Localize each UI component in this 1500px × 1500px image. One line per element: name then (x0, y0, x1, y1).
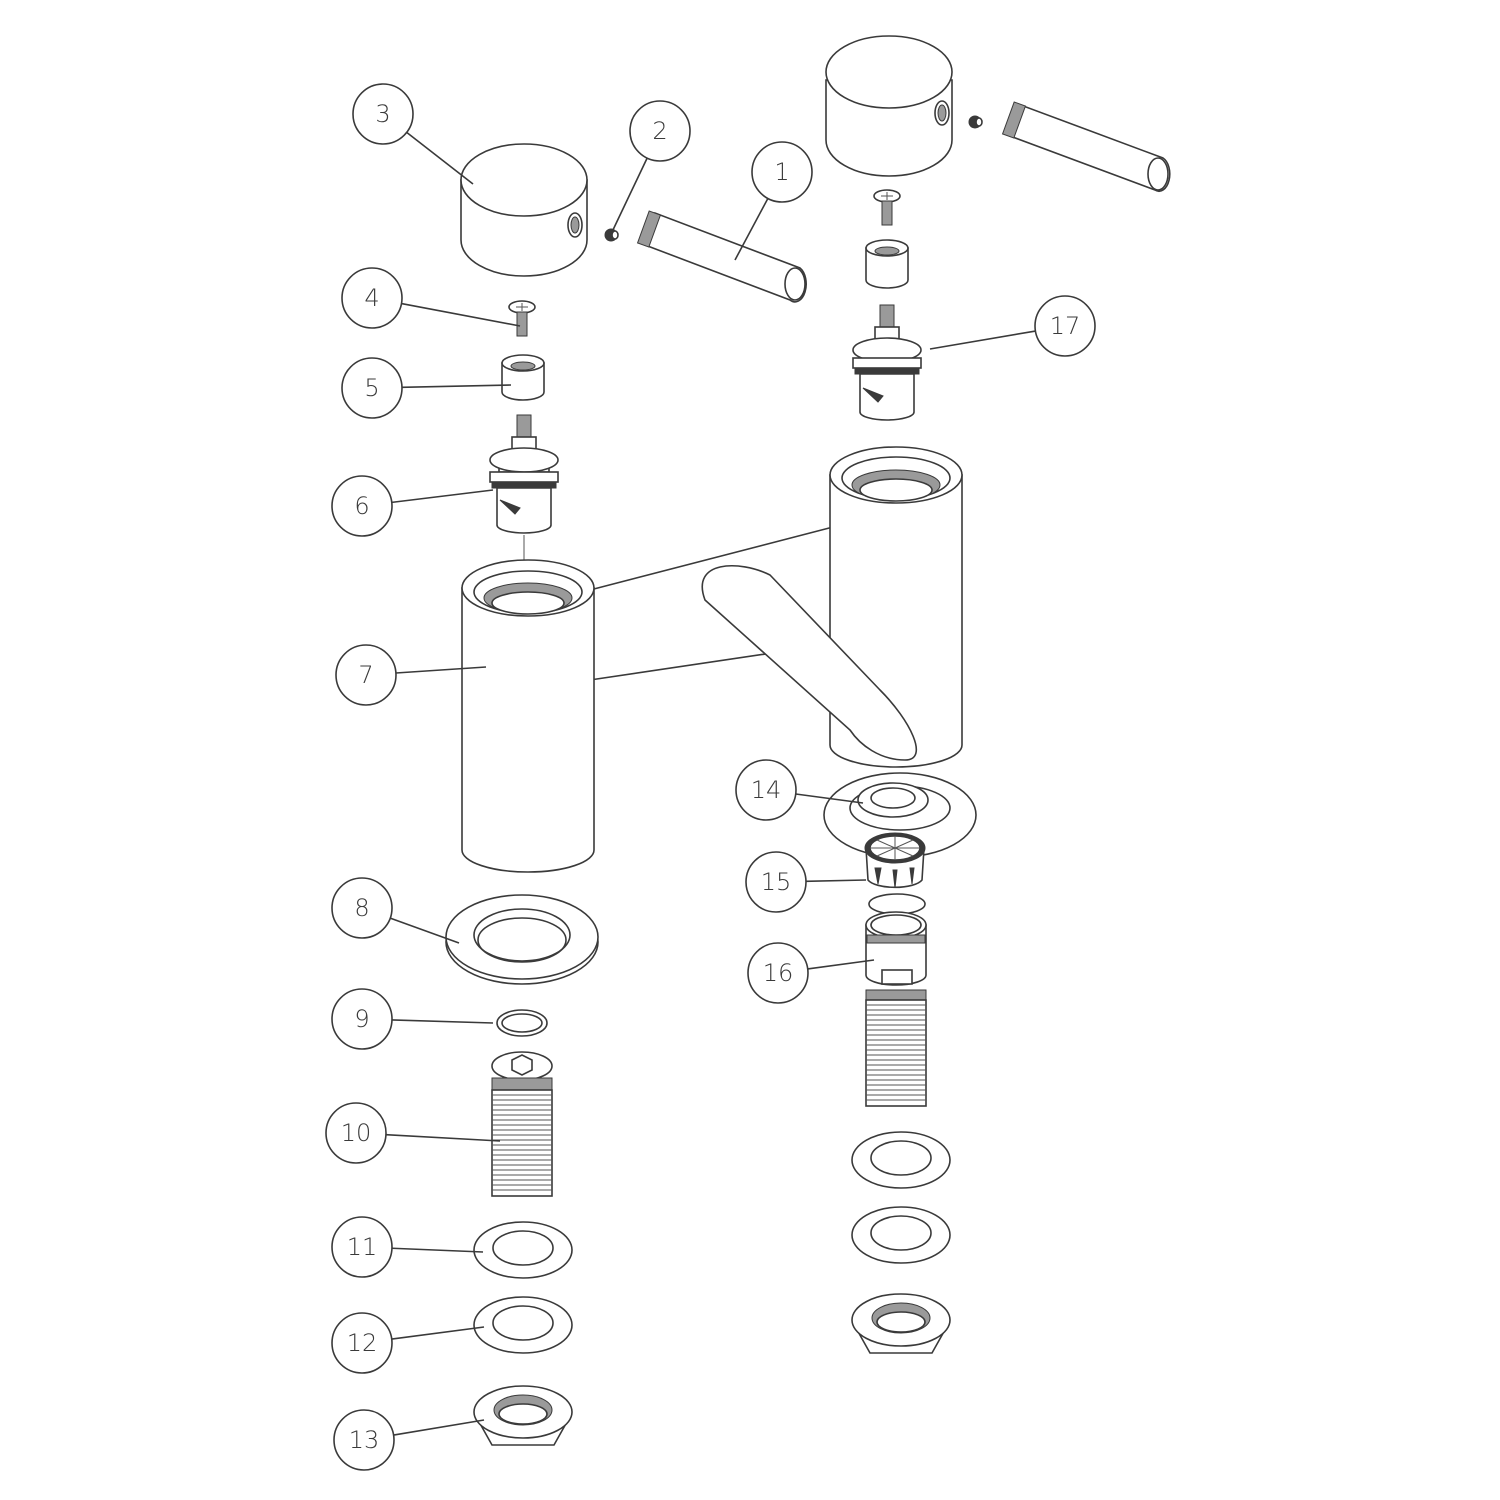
callout-number: 8 (354, 894, 369, 922)
callout-number: 4 (364, 284, 379, 312)
callout-fibre-washer: 11 (331, 1216, 484, 1278)
callout-bubble (341, 357, 403, 419)
callout-shroud-adapter: 5 (341, 357, 512, 419)
callout-valve-cartridge-right: 17 (929, 295, 1096, 357)
handle-head-left (460, 143, 588, 277)
callout-number: 15 (761, 868, 792, 896)
callout-number: 1 (774, 158, 789, 186)
callout-bubble (331, 1216, 393, 1278)
shroud-adapter-left (501, 354, 545, 401)
leader-line (391, 1019, 494, 1024)
callout-number: 14 (751, 776, 782, 804)
callout-number: 16 (763, 959, 794, 987)
callout-number: 13 (349, 1426, 380, 1454)
callout-number: 7 (358, 661, 373, 689)
leader-line (734, 198, 769, 261)
callout-bubble (331, 475, 393, 537)
callout-bubble (335, 644, 397, 706)
leader-line (807, 959, 875, 970)
callout-lever-handle-arm: 1 (734, 141, 813, 261)
leader-line (401, 384, 512, 389)
callout-number: 11 (347, 1233, 378, 1261)
callout-number: 6 (354, 492, 369, 520)
callout-o-ring: 9 (331, 988, 494, 1050)
callout-bubble (331, 988, 393, 1050)
callout-threaded-tail: 10 (325, 1102, 501, 1164)
callout-number: 10 (341, 1119, 372, 1147)
callout-bubble (341, 267, 403, 329)
callout-spout-seal: 14 (735, 759, 864, 821)
leader-line (391, 1247, 484, 1253)
fibre-washer-right (851, 1131, 951, 1189)
fibre-washer-left (473, 1221, 573, 1279)
callout-bubble (333, 1409, 395, 1471)
callout-aerator: 15 (745, 851, 867, 913)
callout-number: 17 (1050, 312, 1081, 340)
callout-handle-head: 3 (352, 83, 474, 185)
callout-bubble (747, 942, 809, 1004)
callout-bubble (325, 1102, 387, 1164)
leader-line (929, 330, 1036, 350)
callout-base-washer: 8 (331, 877, 460, 944)
aerator (864, 832, 926, 889)
valve-cartridge-right (852, 304, 922, 421)
valve-cartridge-left (489, 414, 559, 563)
leader-line (805, 879, 867, 883)
callout-bubble (1034, 295, 1096, 357)
grub-screw-right (968, 115, 983, 129)
leader-line (795, 793, 864, 804)
threaded-tail-left (491, 1051, 553, 1197)
lever-arm-right (1001, 101, 1171, 193)
callout-tap-body: 7 (335, 644, 487, 706)
callout-number: 2 (652, 117, 667, 145)
leader-line (611, 157, 648, 233)
leader-line (391, 1326, 485, 1340)
callout-bubble (751, 141, 813, 203)
callout-number: 9 (354, 1005, 369, 1033)
fixing-screw-left (508, 300, 536, 337)
callout-bubble (629, 100, 691, 162)
fixing-screw-right (873, 189, 901, 226)
leader-line (401, 302, 521, 327)
callout-rubber-washer: 12 (331, 1312, 485, 1374)
back-nut-right (851, 1293, 951, 1354)
lever-arm-left (636, 210, 807, 303)
callout-number: 3 (375, 100, 390, 128)
callout-bubble (331, 1312, 393, 1374)
leader-line (395, 666, 487, 674)
leader-line (385, 1133, 501, 1142)
leader-line (393, 1419, 485, 1436)
rubber-washer-left (473, 1296, 573, 1354)
spout-flange (823, 772, 977, 858)
base-washer-left (445, 894, 599, 985)
callout-bubble (735, 759, 797, 821)
callout-number: 12 (347, 1329, 378, 1357)
o-ring-left (496, 1009, 548, 1037)
spout-tail-adapter (865, 893, 927, 1107)
grub-screw-left (604, 228, 619, 242)
back-nut-left (473, 1385, 573, 1446)
callout-back-nut: 13 (333, 1409, 485, 1471)
handle-head-right (825, 35, 953, 177)
callout-grub-screw: 2 (611, 100, 691, 233)
rubber-washer-right (851, 1206, 951, 1264)
tap-body (461, 446, 963, 873)
callout-handle-fixing-screw: 4 (341, 267, 521, 329)
callout-bubble (331, 877, 393, 939)
callout-valve-cartridge: 6 (331, 475, 494, 537)
leader-line (391, 489, 494, 504)
callout-bubble (745, 851, 807, 913)
callout-bubble (352, 83, 414, 145)
callout-number: 5 (364, 374, 379, 402)
leader-line (406, 131, 474, 185)
callout-spout-tail-adapter: 16 (747, 942, 875, 1004)
shroud-adapter-right (865, 239, 909, 289)
leader-line (389, 917, 460, 944)
